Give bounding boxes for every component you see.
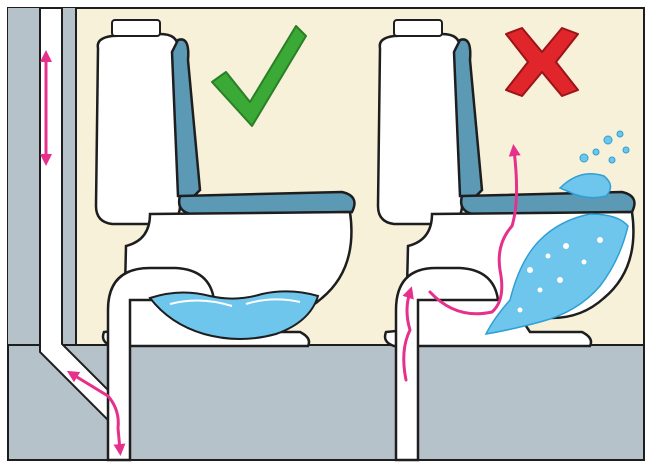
toilet-tank bbox=[378, 34, 462, 224]
toilet-tank bbox=[96, 34, 180, 224]
toilet-seat bbox=[179, 192, 354, 214]
toilet-seat bbox=[461, 192, 634, 214]
